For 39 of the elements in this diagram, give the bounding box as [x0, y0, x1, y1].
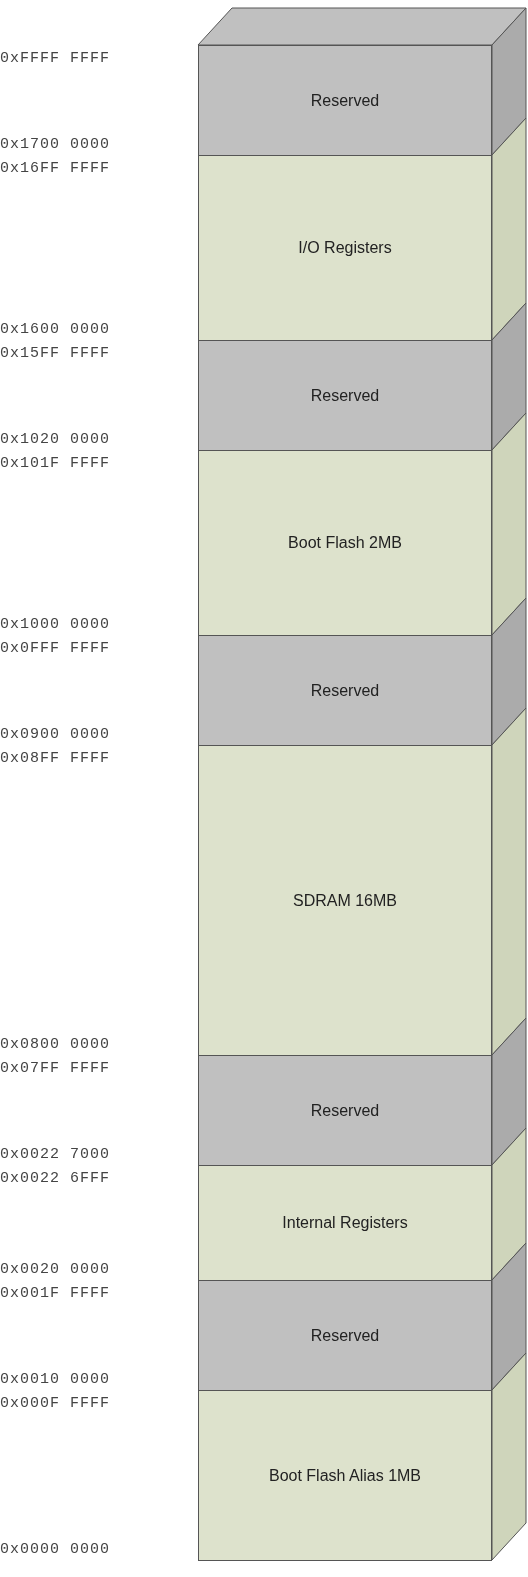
region-label: I/O Registers — [298, 238, 392, 258]
address-label: 0x16FF FFFF — [0, 160, 112, 178]
region-label: Internal Registers — [282, 1213, 408, 1233]
address-label: 0x15FF FFFF — [0, 345, 112, 363]
memory-region-block — [198, 155, 492, 341]
memory-region-block — [198, 340, 492, 451]
address-label: 0x0020 0000 — [0, 1261, 112, 1279]
address-label: 0x0022 6FFF — [0, 1170, 112, 1188]
memory-region-block — [198, 1390, 492, 1561]
region-label: Boot Flash 2MB — [288, 533, 402, 553]
address-label: 0x0010 0000 — [0, 1371, 112, 1389]
address-label: 0x0900 0000 — [0, 726, 112, 744]
address-label: 0x101F FFFF — [0, 455, 112, 473]
region-label: Reserved — [310, 385, 380, 406]
address-label: 0x001F FFFF — [0, 1285, 112, 1303]
address-label: 0x0000 0000 — [0, 1541, 112, 1559]
memory-region-block — [198, 635, 492, 746]
memory-region-block — [198, 1165, 492, 1281]
address-label: 0x1700 0000 — [0, 136, 112, 154]
memory-region-block — [198, 1055, 492, 1166]
address-label: 0x000F FFFF — [0, 1395, 112, 1413]
address-label: 0x0800 0000 — [0, 1036, 112, 1054]
memory-region-block — [198, 745, 492, 1056]
memory-region-block — [198, 450, 492, 636]
region-label: Reserved — [310, 680, 380, 701]
region-label: SDRAM 16MB — [293, 890, 397, 911]
memory-region-block — [198, 1280, 492, 1391]
address-label: 0x1600 0000 — [0, 321, 112, 339]
region-label: Reserved — [310, 1325, 380, 1346]
region-label: Reserved — [310, 1100, 380, 1121]
address-label: 0x1020 0000 — [0, 431, 112, 449]
address-label: 0xFFFF FFFF — [0, 50, 112, 68]
address-label: 0x0FFF FFFF — [0, 640, 112, 658]
region-label: Boot Flash Alias 1MB — [268, 1465, 422, 1486]
address-label: 0x1000 0000 — [0, 616, 112, 634]
address-label: 0x08FF FFFF — [0, 750, 112, 768]
address-label: 0x0022 7000 — [0, 1146, 112, 1164]
address-label: 0x07FF FFFF — [0, 1060, 112, 1078]
region-label: Reserved — [310, 90, 380, 111]
